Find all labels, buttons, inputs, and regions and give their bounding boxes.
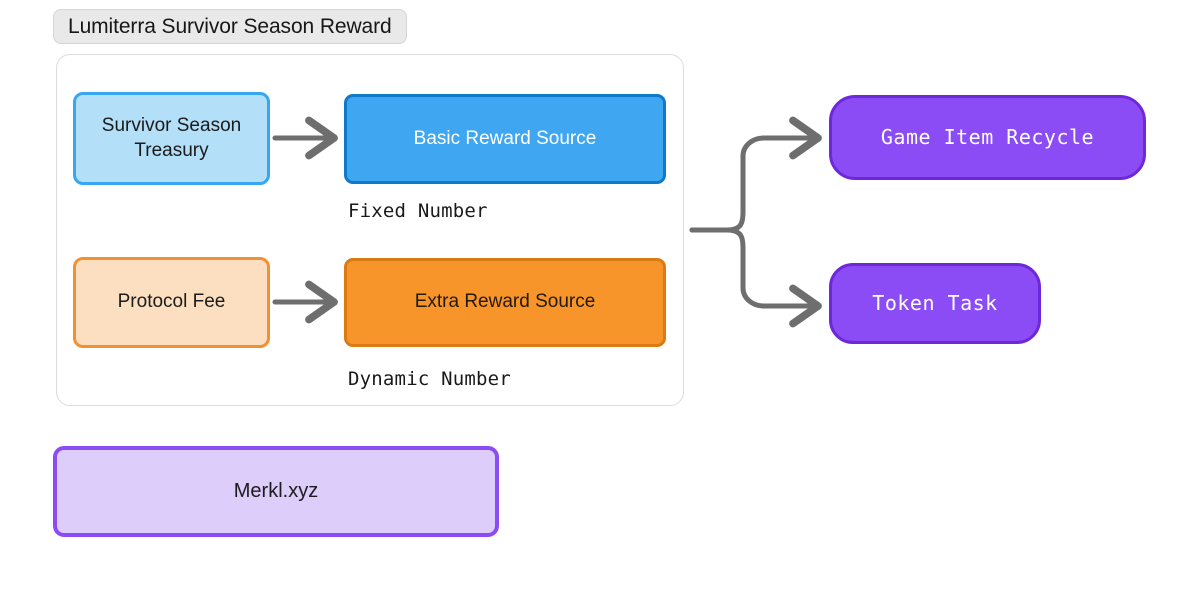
connector-group-to-token-task [689,227,822,328]
node-protocol-fee[interactable]: Protocol Fee [73,257,270,348]
diagram-title-chip: Lumiterra Survivor Season Reward [53,9,407,44]
node-game-item-recycle[interactable]: Game Item Recycle [829,95,1146,180]
caption-fixed-number: Fixed Number [348,200,488,222]
node-merkl-xyz[interactable]: Merkl.xyz [53,446,499,537]
node-basic-reward-source[interactable]: Basic Reward Source [344,94,666,184]
node-survivor-season-treasury[interactable]: Survivor Season Treasury [73,92,270,185]
node-extra-reward-source[interactable]: Extra Reward Source [344,258,666,347]
connector-group-to-game-item-recycle [689,116,822,233]
caption-dynamic-number: Dynamic Number [348,368,511,390]
node-token-task[interactable]: Token Task [829,263,1041,344]
